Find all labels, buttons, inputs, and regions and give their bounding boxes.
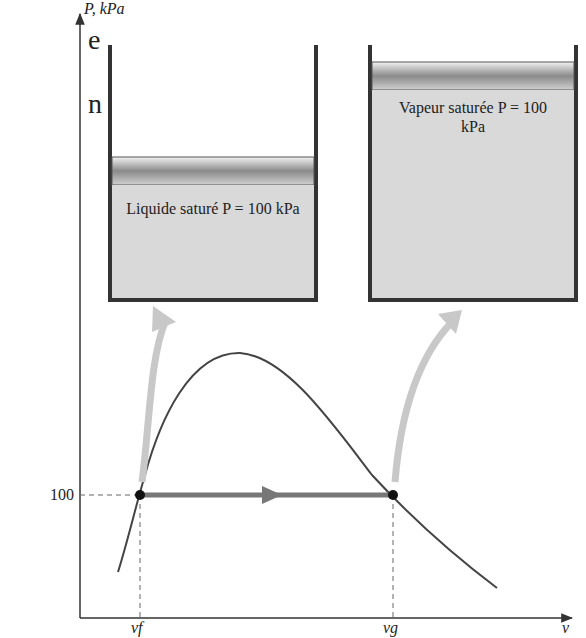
- pointer-arrow: [395, 322, 452, 482]
- process-arrowhead: [262, 486, 282, 504]
- slide-text-fragment: e: [88, 26, 100, 54]
- vf-guide: [140, 495, 141, 618]
- tick-label: vf: [131, 620, 143, 636]
- pressure-guide: [80, 495, 140, 496]
- pointer-arrowhead: [152, 306, 176, 332]
- saturation-dome: [118, 353, 497, 588]
- cylinder-wall: [110, 45, 316, 300]
- tick-label: 100: [50, 487, 74, 503]
- axis-label: v: [562, 620, 569, 636]
- piston: [372, 62, 574, 90]
- state-label: Liquide saturé P = 100 kPa: [126, 199, 300, 218]
- v-axis: [80, 617, 572, 619]
- slide-text-fragment: n: [88, 90, 102, 118]
- piston: [112, 157, 314, 185]
- state-label: Vapeur saturée P = 100 kPa: [386, 98, 560, 136]
- state-point: [135, 490, 145, 500]
- pointer-arrowhead: [438, 310, 462, 334]
- axis-label: P, kPa: [84, 1, 125, 17]
- cylinder-wall: [370, 45, 576, 300]
- state-point: [388, 490, 398, 500]
- cylinder-content: Liquide saturé P = 100 kPa: [112, 185, 314, 298]
- tick-label: vg: [383, 620, 398, 636]
- vg-guide: [393, 495, 394, 618]
- p-axis: [79, 14, 81, 618]
- cylinder-content: Vapeur saturée P = 100 kPa: [372, 90, 574, 298]
- pointer-arrow: [142, 322, 165, 482]
